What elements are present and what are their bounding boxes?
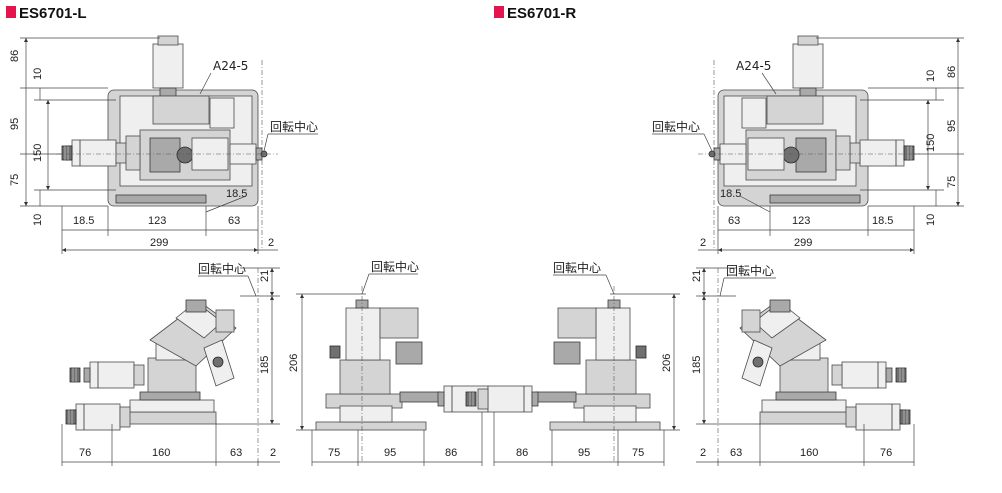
dim-tl-95: 95: [9, 118, 21, 130]
dim-bl-63: 63: [230, 447, 242, 459]
dim-bc1-75: 75: [328, 447, 340, 459]
title-marker-left: [6, 6, 16, 18]
connector-label-left: A24-5: [213, 59, 248, 73]
title-right-text: ES6701-R: [507, 5, 576, 22]
dim-tl-18-5b: 18.5: [226, 188, 247, 200]
title-left: ES6701-L: [6, 5, 87, 22]
dim-tl-63: 63: [228, 215, 240, 227]
dim-bc2-75: 75: [632, 447, 644, 459]
dim-tr-18-5a: 18.5: [720, 188, 741, 200]
front-view-right: [465, 299, 661, 431]
dim-tr-63: 63: [728, 215, 740, 227]
dim-tl-2: 2: [268, 237, 274, 249]
dim-tl-86: 86: [9, 50, 21, 62]
dim-tr-2: 2: [700, 237, 706, 249]
dim-tr-10b: 10: [925, 214, 937, 226]
dim-br-63: 63: [730, 447, 742, 459]
rotation-center-label-tl: 回転中心: [270, 119, 318, 134]
title-right: ES6701-R: [494, 5, 576, 22]
dim-bc1-86: 86: [445, 447, 457, 459]
side-view-left: [65, 299, 237, 431]
dim-bc2-206: 206: [661, 354, 673, 372]
dim-bl-185: 185: [259, 356, 271, 374]
dim-bc2-86: 86: [516, 447, 528, 459]
dim-tr-75: 75: [946, 176, 958, 188]
dim-bl-2: 2: [270, 447, 276, 459]
side-view-right: [739, 299, 911, 431]
dim-bc1-206: 206: [288, 354, 300, 372]
dim-bc1-95: 95: [384, 447, 396, 459]
dim-tl-10a: 10: [32, 68, 44, 80]
dim-bc2-95: 95: [578, 447, 590, 459]
top-view-right-annotations: A24-5 回転中心 86 10 95 150 75 10 18.5 63: [652, 37, 964, 254]
top-view-left: [61, 35, 268, 207]
dim-tl-299: 299: [150, 237, 168, 249]
dim-br-2: 2: [700, 447, 706, 459]
dim-tr-10a: 10: [925, 70, 937, 82]
dim-tr-123: 123: [792, 215, 810, 227]
rotation-center-label-bc1: 回転中心: [371, 259, 419, 274]
dim-br-21: 21: [691, 270, 703, 282]
rotation-center-label-tr: 回転中心: [652, 119, 700, 134]
dim-bl-76: 76: [79, 447, 91, 459]
dim-bl-21: 21: [259, 270, 271, 282]
dim-tl-123: 123: [148, 215, 166, 227]
dim-br-160: 160: [800, 447, 818, 459]
dim-br-185: 185: [691, 356, 703, 374]
front-view-right-annotations: 回転中心 206 86 95 75: [493, 260, 680, 466]
top-view-left-annotations: A24-5 回転中心 86 10 95 150 75 10 18.5 123: [9, 37, 318, 254]
front-view-left-annotations: 回転中心 206 75 95 86: [288, 259, 483, 466]
dim-tr-95: 95: [946, 120, 958, 132]
dim-tr-18-5b: 18.5: [872, 215, 893, 227]
rotation-center-label-bl: 回転中心: [198, 261, 246, 276]
top-view-right: [708, 35, 915, 207]
dim-tl-150: 150: [32, 144, 44, 162]
dim-tr-86: 86: [946, 66, 958, 78]
dim-tl-10b: 10: [32, 214, 44, 226]
dim-bl-160: 160: [152, 447, 170, 459]
front-view-left: [315, 299, 511, 431]
dim-tl-75: 75: [9, 174, 21, 186]
dim-br-76: 76: [880, 447, 892, 459]
title-left-text: ES6701-L: [19, 5, 87, 22]
side-view-right-annotations: 回転中心 21 185 2 63 160 76: [691, 263, 915, 466]
connector-label-right: A24-5: [736, 59, 771, 73]
dim-tr-299: 299: [794, 237, 812, 249]
dim-tl-18-5a: 18.5: [73, 215, 94, 227]
side-view-left-annotations: 回転中心 21 185 76 160 63 2: [61, 261, 280, 466]
rotation-center-label-bc2: 回転中心: [553, 260, 601, 275]
dim-tr-150: 150: [925, 134, 937, 152]
rotation-center-label-br: 回転中心: [726, 263, 774, 278]
title-marker-right: [494, 6, 504, 18]
